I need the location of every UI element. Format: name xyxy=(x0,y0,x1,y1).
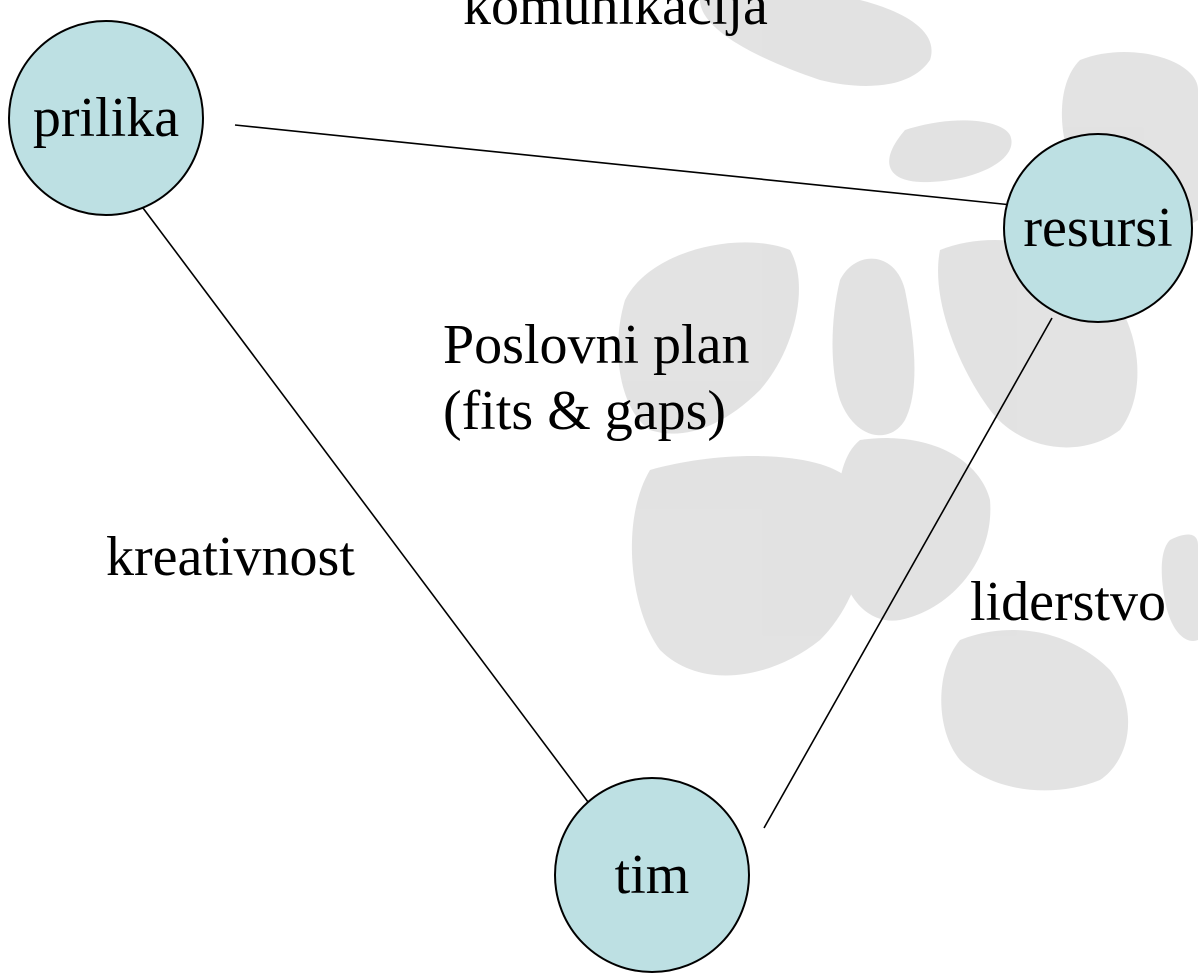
node-resursi-label: resursi xyxy=(1023,197,1173,259)
center-text: Poslovni plan (fits & gaps) xyxy=(443,312,749,444)
node-tim: tim xyxy=(554,777,750,973)
node-prilika: prilika xyxy=(8,20,204,216)
edge-prilika-tim xyxy=(139,203,604,823)
watermark-shape-right-lower xyxy=(837,438,991,621)
edge-resursi-tim xyxy=(763,317,1053,829)
watermark-shape-top xyxy=(700,0,932,86)
watermark-shape-edge-right xyxy=(1161,534,1198,641)
watermark-shape-pill xyxy=(889,120,1012,183)
edge-label-liderstvo: liderstvo xyxy=(970,571,1166,633)
node-tim-label: tim xyxy=(614,844,690,906)
center-line-2: (fits & gaps) xyxy=(443,380,727,442)
node-prilika-label: prilika xyxy=(32,87,180,149)
center-line-1: Poslovni plan xyxy=(443,314,750,376)
watermark-shape-bottom-right xyxy=(941,630,1129,791)
edge-prilika-resursi xyxy=(234,124,1013,206)
node-resursi: resursi xyxy=(1003,133,1193,323)
top-label: komunikacija xyxy=(463,0,768,37)
watermark-shape-center-lower xyxy=(631,456,865,676)
watermark-shape-bean xyxy=(832,258,915,436)
watermark-shape-left-mid xyxy=(618,242,799,434)
edge-label-kreativnost: kreativnost xyxy=(106,526,355,588)
